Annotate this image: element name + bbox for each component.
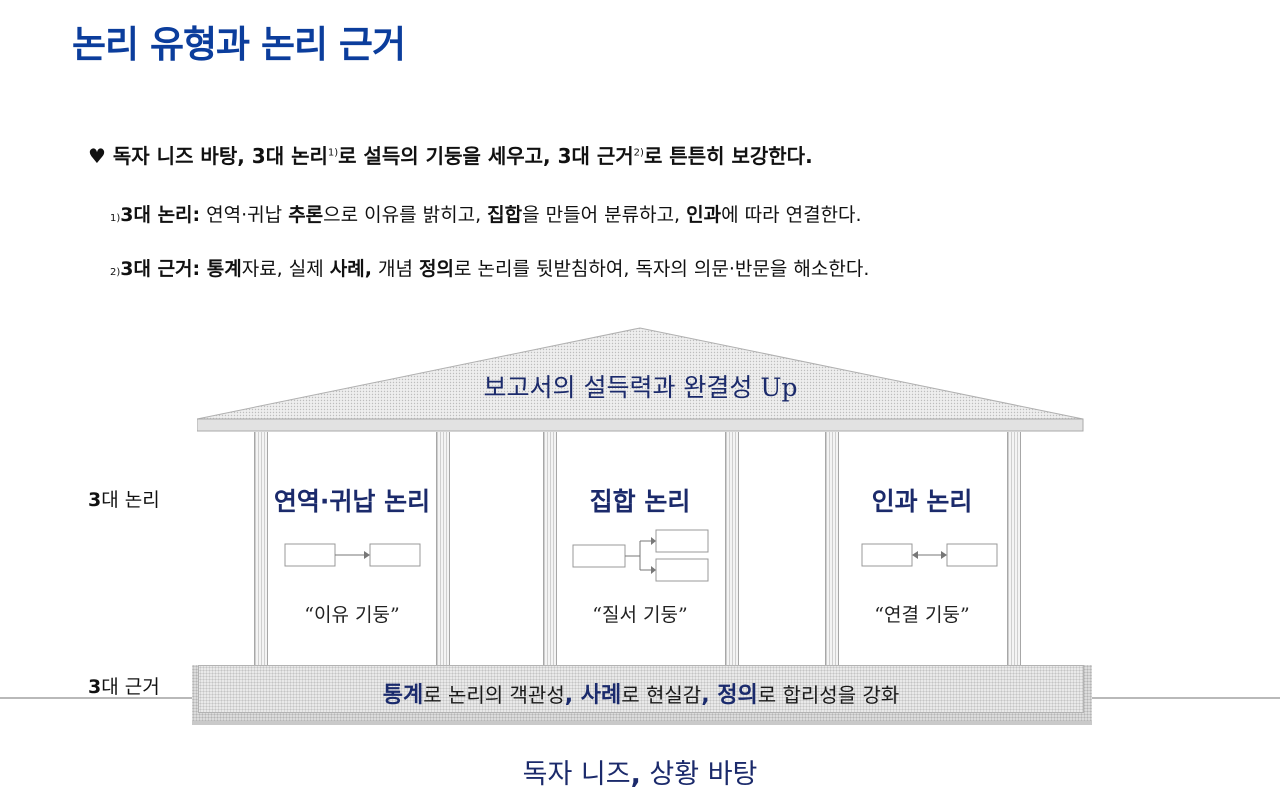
column bbox=[825, 432, 839, 666]
footnote-logic-text: 연역·귀납 bbox=[200, 204, 289, 226]
statement-part-2: 로 설득의 기둥을 세우고, 3대 근거 bbox=[338, 144, 634, 168]
basis-row-number: 3 bbox=[88, 676, 102, 698]
footnote-logic-text: 에 따라 연결한다. bbox=[721, 204, 862, 226]
footnote-logic-mark: 1) bbox=[110, 213, 121, 224]
footnote-basis-text: 개념 bbox=[371, 258, 419, 280]
footnote-mark-2: 2) bbox=[633, 147, 644, 159]
statement-part-1: 독자 니즈 바탕, 3대 논리 bbox=[112, 144, 328, 168]
ground-label: 독자 니즈, 상황 바탕 bbox=[0, 752, 1280, 791]
footnote-basis-bold: 통계 bbox=[200, 258, 242, 280]
footnote-logic-bold: 추론 bbox=[288, 204, 324, 226]
roof-label: 보고서의 설득력과 완결성 Up bbox=[483, 373, 798, 402]
column bbox=[436, 432, 450, 666]
logic-row-text: 대 논리 bbox=[101, 489, 160, 511]
column bbox=[254, 432, 268, 666]
page-title: 논리 유형과 논리 근거 bbox=[72, 23, 406, 66]
footnote-logic-text: 을 만들어 분류하고, bbox=[522, 204, 687, 226]
footnote-basis-text: 로 논리를 뒷받침하여, 독자의 의문·반문을 해소한다. bbox=[453, 258, 870, 280]
heart-bullet-icon: ♥ bbox=[88, 144, 106, 168]
column bbox=[543, 432, 557, 666]
footnote-basis-head: 3대 근거: bbox=[120, 258, 201, 280]
basis-row-label: 3대 근거 bbox=[88, 672, 160, 699]
grouping-tree-icon bbox=[572, 529, 709, 582]
foundation-text: 로 논리의 객관성 bbox=[423, 683, 565, 707]
footnote-mark-1: 1) bbox=[327, 147, 339, 159]
footnote-basis-bold: 사례, bbox=[329, 258, 372, 280]
bay-quote-grouping: “질서 기둥” bbox=[592, 604, 688, 626]
foundation-keyword: 통계 bbox=[382, 683, 424, 708]
footnote-logic-head: 3대 논리: bbox=[120, 204, 201, 226]
logic-row-number: 3 bbox=[88, 489, 102, 511]
footnote-logic-bold: 인과 bbox=[686, 204, 722, 226]
column bbox=[1007, 432, 1021, 666]
logic-row-label: 3대 논리 bbox=[88, 485, 160, 512]
ground-label-part: 상황 바탕 bbox=[640, 759, 758, 790]
sequence-arrow-icon bbox=[284, 543, 421, 567]
footnote-logic-text: 으로 이유를 밝히고, bbox=[323, 204, 488, 226]
bay-title-deductive: 연역·귀납 논리 bbox=[273, 487, 431, 516]
footnote-basis: 2)3대 근거: 통계자료, 실제 사례, 개념 정의로 논리를 뒷받침하여, … bbox=[110, 254, 869, 281]
statement-part-3: 로 튼튼히 보강한다. bbox=[643, 144, 813, 168]
bay-title-grouping: 집합 논리 bbox=[589, 487, 691, 516]
basis-row-text: 대 근거 bbox=[101, 676, 160, 698]
ground-label-part: 독자 니즈 bbox=[522, 759, 631, 790]
foundation-text: 로 합리성을 강화 bbox=[757, 683, 900, 707]
foundation-keyword: 정의 bbox=[717, 683, 758, 708]
foundation-keyword: 사례 bbox=[580, 683, 622, 708]
ground-label-comma: , bbox=[630, 759, 641, 790]
foundation-separator: , bbox=[701, 683, 718, 708]
footnote-basis-mark: 2) bbox=[110, 267, 121, 278]
foundation-text: 로 현실감 bbox=[621, 683, 702, 707]
foundation-separator: , bbox=[564, 683, 581, 708]
column bbox=[725, 432, 739, 666]
bay-quote-deductive: “이유 기둥” bbox=[304, 604, 400, 626]
footnote-logic-bold: 집합 bbox=[487, 204, 523, 226]
foundation-label: 통계로 논리의 객관성, 사례로 현실감, 정의로 합리성을 강화 bbox=[198, 677, 1084, 709]
main-statement: ♥ 독자 니즈 바탕, 3대 논리1)로 설득의 기둥을 세우고, 3대 근거2… bbox=[88, 140, 813, 169]
roof bbox=[197, 327, 1084, 432]
bay-quote-causal: “연결 기둥” bbox=[874, 604, 970, 626]
bay-title-causal: 인과 논리 bbox=[871, 487, 973, 516]
footnote-basis-bold: 정의 bbox=[419, 258, 454, 280]
bidirectional-arrow-icon bbox=[861, 543, 998, 567]
foundation-plate bbox=[198, 665, 1084, 713]
footnote-logic: 1)3대 논리: 연역·귀납 추론으로 이유를 밝히고, 집합을 만들어 분류하… bbox=[110, 200, 862, 227]
footnote-basis-text: 자료, 실제 bbox=[241, 258, 330, 280]
